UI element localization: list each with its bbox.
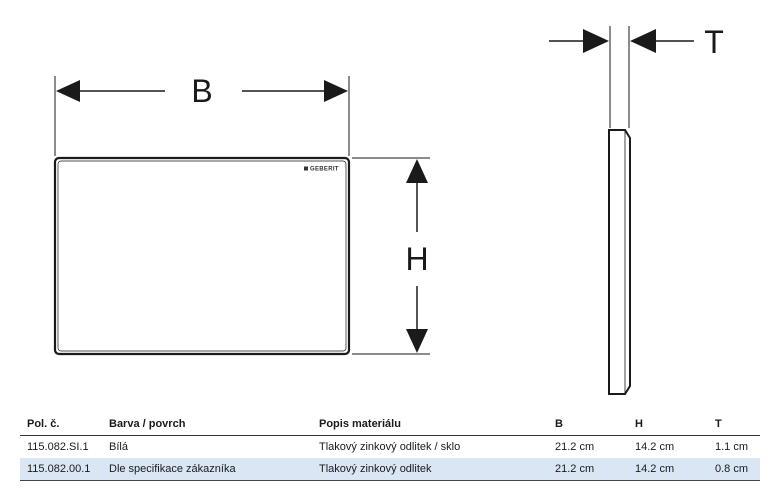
thickness-dimension: T [549, 24, 724, 128]
item-number-cell: 115.082.SI.1 [27, 441, 89, 453]
plate-outline [53, 156, 351, 356]
front-view: GEBERIT [53, 156, 351, 356]
thickness-label: T [704, 24, 724, 60]
material-cell: Tlakový zinkový odlitek / sklo [319, 441, 461, 453]
technical-drawing: GEBERIT B H T [53, 24, 724, 395]
arrow-left-icon [630, 29, 656, 53]
geberit-logo: GEBERIT [304, 166, 339, 173]
width-cell: 21.2 cm [555, 441, 595, 453]
logo-text: GEBERIT [310, 167, 339, 173]
plate-inner-edge [57, 160, 347, 352]
color-finish-cell: Dle specifikace zákazníka [109, 463, 236, 475]
width-cell: 21.2 cm [555, 463, 595, 475]
header-color-finish: Barva / povrch [109, 418, 186, 430]
header-thickness: T [715, 418, 722, 430]
color-finish-cell: Bílá [109, 441, 128, 453]
side-profile-outline [608, 129, 631, 395]
width-label: B [191, 73, 212, 109]
height-cell: 14.2 cm [635, 441, 675, 453]
height-dimension: H [352, 157, 430, 355]
arrow-right-icon [583, 29, 609, 53]
item-number-cell: 115.082.00.1 [27, 463, 91, 475]
header-width: B [555, 418, 563, 430]
header-height: H [635, 418, 643, 430]
header-material: Popis materiálu [319, 418, 401, 430]
thickness-cell: 1.1 cm [715, 441, 749, 453]
logo-mark-icon [304, 166, 308, 171]
table-row: 115.082.00.1 Dle specifikace zákazníka T… [20, 458, 760, 481]
table-header-row: Pol. č. Barva / povrch Popis materiálu B… [20, 413, 760, 436]
arrow-down-icon [406, 329, 428, 353]
header-item-number: Pol. č. [27, 418, 60, 430]
height-label: H [405, 241, 428, 277]
side-view [608, 129, 631, 395]
arrow-right-icon [324, 80, 348, 102]
width-dimension: B [54, 73, 350, 156]
table-row: 115.082.SI.1 Bílá Tlakový zinkový odlite… [20, 436, 760, 459]
specification-table: Pol. č. Barva / povrch Popis materiálu B… [20, 413, 760, 481]
arrow-left-icon [56, 80, 80, 102]
height-cell: 14.2 cm [635, 463, 675, 475]
thickness-cell: 0.8 cm [715, 463, 749, 475]
material-cell: Tlakový zinkový odlitek [319, 463, 432, 475]
arrow-up-icon [406, 159, 428, 183]
